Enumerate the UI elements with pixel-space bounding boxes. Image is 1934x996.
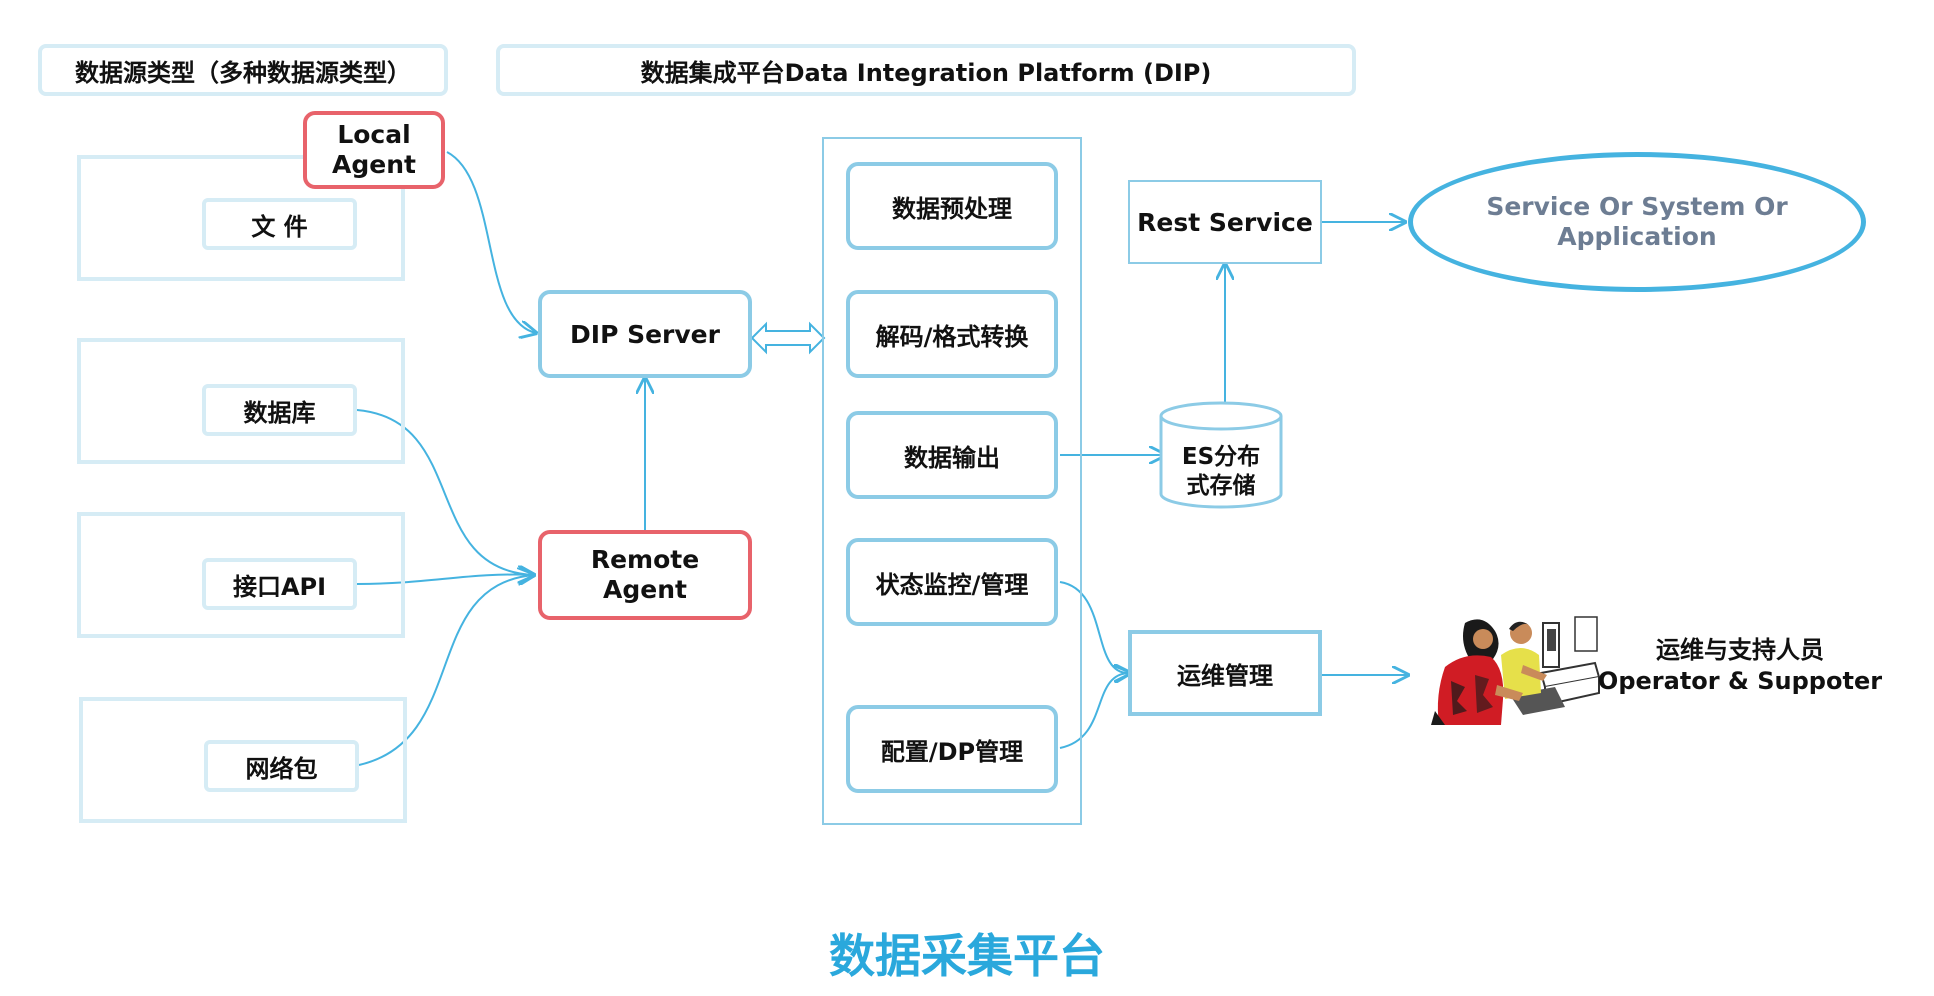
source-types-header-text: 数据源类型（多种数据源类型） (75, 58, 411, 87)
source-network-label: 网络包 (245, 754, 318, 783)
local-agent: Local Agent (303, 111, 445, 189)
source-file: 文 件 (202, 198, 357, 250)
storage-label-line2: 式存储 (1186, 472, 1256, 499)
ops-management: 运维管理 (1128, 630, 1322, 716)
source-types-header: 数据源类型（多种数据源类型） (38, 44, 448, 96)
module-config-label: 配置/DP管理 (880, 737, 1024, 766)
config-to-ops-arrow (1059, 673, 1130, 749)
module-output: 数据输出 (846, 411, 1058, 499)
network-to-remote-agent-arrow (358, 575, 534, 766)
footer-title: 数据采集平台 (829, 929, 1105, 983)
service-ellipse-line1: Service Or System Or (1486, 192, 1788, 221)
people-caption-line2: Operator & Suppoter (1597, 667, 1883, 696)
source-frame-network (79, 697, 407, 823)
module-output-label: 数据输出 (904, 443, 1000, 472)
rest-service: Rest Service (1128, 180, 1322, 264)
source-database-label: 数据库 (243, 398, 316, 427)
module-preprocess-label: 数据预处理 (892, 194, 1012, 223)
source-file-label: 文 件 (251, 212, 308, 241)
platform-header: 数据集成平台Data Integration Platform (DIP) (496, 44, 1356, 96)
people-caption-line1: 运维与支持人员 (1656, 636, 1824, 664)
service-ellipse: Service Or System Or Application (1408, 152, 1866, 292)
source-api: 接口API (202, 558, 357, 610)
module-decode-convert: 解码/格式转换 (846, 290, 1058, 378)
local-agent-line2: Agent (332, 150, 416, 179)
local-agent-to-server-arrow (446, 151, 536, 333)
source-frame-api (77, 512, 405, 638)
storage-label: ES分布 式存储 (1158, 443, 1284, 501)
remote-agent-line2: Agent (603, 575, 687, 604)
storage-label-line1: ES分布 (1181, 444, 1261, 470)
people-caption: 运维与支持人员 Operator & Suppoter (1595, 635, 1885, 697)
dip-server: DIP Server (538, 290, 752, 378)
ops-management-label: 运维管理 (1177, 661, 1273, 690)
source-database: 数据库 (202, 384, 357, 436)
service-ellipse-line2: Application (1557, 222, 1717, 251)
rest-service-label: Rest Service (1137, 207, 1313, 237)
dip-server-label: DIP Server (570, 319, 720, 349)
platform-frame (822, 137, 1082, 825)
server-platform-double-arrow (750, 321, 826, 355)
remote-agent: Remote Agent (538, 530, 752, 620)
module-monitor: 状态监控/管理 (846, 538, 1058, 626)
source-frame-file (77, 155, 405, 281)
module-preprocess: 数据预处理 (846, 162, 1058, 250)
operators-illustration-icon (1431, 616, 1600, 725)
storage-cylinder-icon (1159, 401, 1283, 509)
source-frame-database (77, 338, 405, 464)
api-to-remote-agent-arrow (356, 575, 534, 585)
module-config: 配置/DP管理 (846, 705, 1058, 793)
local-agent-line1: Local (337, 120, 411, 149)
platform-header-text: 数据集成平台Data Integration Platform (DIP) (640, 58, 1212, 87)
module-monitor-label: 状态监控/管理 (875, 570, 1029, 599)
module-decode-convert-label: 解码/格式转换 (875, 322, 1029, 351)
source-api-label: 接口API (232, 572, 327, 601)
remote-agent-line1: Remote (590, 545, 700, 574)
source-network: 网络包 (204, 740, 359, 792)
database-to-remote-agent-arrow (356, 409, 534, 575)
